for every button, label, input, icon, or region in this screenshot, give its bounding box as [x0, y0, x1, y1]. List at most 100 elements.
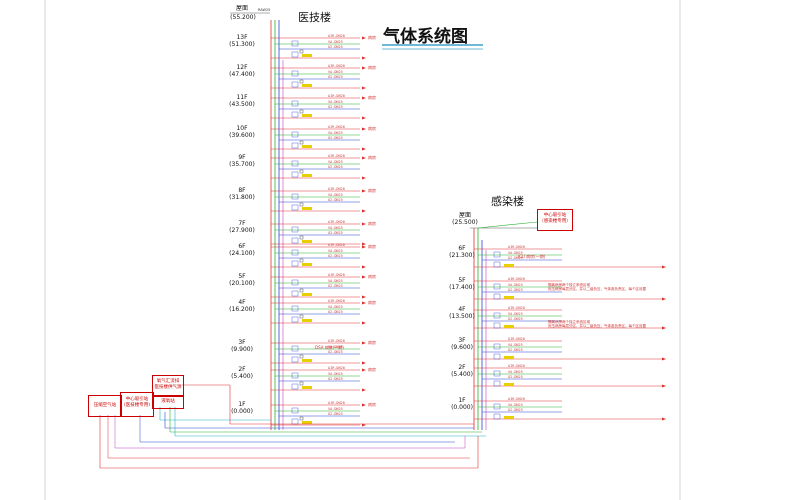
- right-valve-box: [493, 370, 501, 377]
- outlet-label: 病房: [368, 402, 376, 407]
- outlet-label: 病房: [368, 188, 376, 193]
- right-pipe-tag-oxygen: O2-DN25: [508, 408, 523, 412]
- left-floor-elevation: (51.300): [229, 41, 255, 48]
- pipe-tag-vacuum: VA-DN25: [328, 278, 343, 283]
- right-pipe-tag-vacuum: VA-DN25: [508, 311, 523, 316]
- pipe-tag-oxygen: O2-DN25: [328, 310, 343, 314]
- outlet-arrow: [362, 96, 366, 100]
- right-pipe-tag-vacuum: VA-DN25: [508, 342, 523, 347]
- right-alarm-panel: [504, 296, 514, 299]
- valve-box: [291, 249, 299, 256]
- pipe-tag-air: AIR-DN20: [328, 339, 345, 343]
- right-alarm-panel: [504, 325, 514, 328]
- alarm-panel: [302, 145, 312, 148]
- outlet-label: 病房: [368, 126, 376, 131]
- alarm-panel: [302, 386, 312, 389]
- source-box-compressed-air: 压缩空气站: [88, 395, 122, 417]
- valve-box: [291, 100, 299, 107]
- outlet-arrow: [362, 321, 366, 325]
- pipe-tag-vacuum: VA-DN25: [328, 304, 343, 309]
- alarm-panel: [302, 114, 312, 117]
- outlet-label: 病房: [368, 340, 376, 345]
- outlet-arrow: [362, 361, 366, 365]
- pipe-tag-oxygen: O2-DN25: [328, 198, 343, 202]
- pipe-tag-vacuum: VA-DN25: [328, 406, 343, 411]
- left-floor-label: 9F: [238, 154, 246, 161]
- right-valve-box: [493, 403, 501, 410]
- pipe-tag-vacuum: VA-DN25: [328, 39, 343, 44]
- left-floor-label: 6F: [238, 243, 246, 250]
- right-floor-label: 4F: [458, 306, 466, 313]
- pipe-tag-vacuum: VA-DN25: [328, 225, 343, 230]
- outlet-label: 病房: [368, 35, 376, 40]
- valve-box: [291, 226, 299, 233]
- right-6f-note: ICU 病房(一期): [518, 254, 546, 259]
- left-floor-label: 12F: [236, 64, 248, 71]
- right-roof-box-label: 中心吸引站 （感染楼专用）: [539, 213, 571, 224]
- right-valve-box: [493, 353, 501, 360]
- right-pipe-tag-oxygen: O2-DN25: [508, 256, 523, 260]
- outlet-arrow: [362, 388, 366, 392]
- source-box-vacuum: 中心吸引站 (医技楼专用): [120, 392, 154, 417]
- valve-symbol: [299, 169, 304, 174]
- outlet-label: 病房: [368, 300, 376, 305]
- right-pipe-tag-air: AIR-DN20: [508, 306, 525, 310]
- pipe-tag-vacuum: VA-DN25: [328, 99, 343, 104]
- left-floor-elevation: (9.900): [231, 346, 253, 353]
- valve-box: [291, 40, 299, 47]
- right-valve-box: [493, 380, 501, 387]
- outlet-label: 病房: [368, 244, 376, 249]
- right-valve-box: [493, 283, 501, 290]
- outlet-arrow: [362, 275, 366, 279]
- left-floor-elevation: (5.400): [231, 373, 253, 380]
- diagram-title: 气体系统图: [383, 27, 468, 47]
- pipe-tag-oxygen: O2-DN25: [328, 231, 343, 235]
- valve-box: [291, 418, 299, 425]
- right-roof-box: 中心吸引站 （感染楼专用）: [537, 209, 573, 231]
- valve-symbol: [299, 140, 304, 145]
- right-floor-elevation: (9.600): [451, 344, 473, 351]
- right-valve-box: [493, 261, 501, 268]
- valve-box: [291, 204, 299, 211]
- valve-symbol: [299, 202, 304, 207]
- right-outlet-arrow: [662, 417, 666, 421]
- outlet-arrow: [362, 222, 366, 226]
- right-floor-elevation: (5.400): [451, 371, 473, 378]
- right-floor-label: 1F: [458, 397, 466, 404]
- outlet-arrow: [362, 189, 366, 193]
- outlet-arrow: [362, 301, 366, 305]
- right-outlet-arrow: [662, 357, 666, 361]
- valve-box: [291, 383, 299, 390]
- pipe-tag-air: AIR-DN20: [328, 273, 345, 277]
- outlet-label: 病房: [368, 221, 376, 226]
- alarm-panel: [302, 240, 312, 243]
- pipe-tag-air: AIR-DN20: [328, 299, 345, 303]
- right-pipe-tag-oxygen: O2-DN25: [508, 317, 523, 321]
- valve-symbol: [299, 354, 304, 359]
- right-outlet-arrow: [662, 297, 666, 301]
- left-floor-elevation: (0.000): [231, 408, 253, 415]
- left-floor-label: 2F: [238, 366, 246, 373]
- left-floor-elevation: (27.900): [229, 227, 255, 234]
- right-valve-box: [493, 251, 501, 258]
- left-floor-elevation: (24.100): [229, 250, 255, 257]
- valve-box: [291, 193, 299, 200]
- pipe-tag-air: AIR-DN20: [328, 366, 345, 370]
- outlet-arrow: [362, 176, 366, 180]
- right-floor-elevation: (0.000): [451, 404, 473, 411]
- right-outlet-arrow: [662, 384, 666, 388]
- outlet-arrow: [362, 156, 366, 160]
- left-floor-label: 5F: [238, 273, 246, 280]
- right-floor-elevation: (17.400): [449, 284, 475, 291]
- outlet-arrow: [362, 147, 366, 151]
- right-valve-box: [493, 413, 501, 420]
- left-floor-label: 13F: [236, 34, 248, 41]
- left-floor-elevation: (43.500): [229, 101, 255, 108]
- outlet-label: 病房: [368, 95, 376, 100]
- pipe-tag-oxygen: O2-DN25: [328, 136, 343, 140]
- outlet-arrow: [362, 56, 366, 60]
- pipe-tag-air: AIR-DN20: [328, 243, 345, 247]
- alarm-panel: [302, 263, 312, 266]
- roof-note: RAW25: [258, 8, 271, 12]
